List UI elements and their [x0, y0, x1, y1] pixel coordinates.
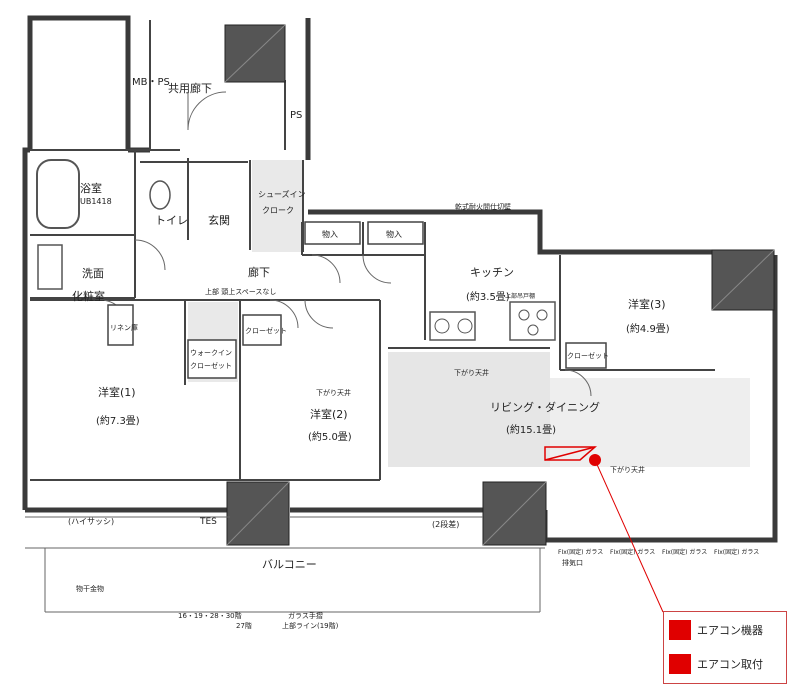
western3-label: 洋室(3) — [628, 297, 666, 311]
toilet-label: トイレ — [155, 214, 188, 227]
powder-label: 化粧室 — [72, 289, 105, 303]
kitchen-stove — [509, 301, 556, 341]
ceiling-zone-living — [388, 352, 550, 467]
hanging-wall-note-1: 下がり天井 — [454, 368, 489, 377]
tes-label: TES — [199, 517, 217, 527]
vent-label: 排気口 — [562, 558, 583, 567]
ps-label: PS — [290, 110, 302, 121]
storage-label-1: 物入 — [322, 229, 338, 239]
walkin-closet-label: クローゼット — [190, 361, 232, 370]
washroom-label: 洗面 — [82, 267, 104, 280]
entrance-label: 玄関 — [208, 213, 230, 227]
sash-label: (ハイサッシ) — [68, 517, 114, 526]
ceiling-zone-entry — [252, 160, 304, 252]
glass-label-1: FIx(固定) ガラス — [558, 548, 603, 556]
storage-boxes — [107, 221, 607, 379]
kitchen-sink — [429, 311, 476, 341]
fall-prevention-label: 物干金物 — [76, 584, 104, 593]
common-corridor-label: 共用廊下 — [168, 81, 212, 95]
western1-size-label: (約7.3畳) — [96, 414, 140, 427]
kitchen-size-label: (約3.5畳) — [466, 290, 510, 303]
glass-label-3: FIx(固定) ガラス — [662, 548, 707, 556]
aircon-mount-label: エアコン取付 — [697, 658, 763, 671]
balcony-height-label: 上部ライン(19階) — [282, 621, 339, 630]
aircon-unit-swatch — [669, 620, 691, 640]
sliding-label: 上部吊戸棚 — [505, 292, 535, 300]
legend-aircon-mount: エアコン取付 — [664, 648, 786, 678]
steps-label: (2段差) — [432, 519, 459, 529]
storage-label-2: 物入 — [386, 229, 402, 239]
living-size-label: (約15.1畳) — [506, 423, 556, 436]
balcony-lines — [25, 516, 545, 613]
mbps-label: MB・PS — [132, 77, 170, 88]
closet-label-3: クローゼット — [567, 351, 609, 360]
washroom-sink — [37, 244, 63, 290]
aircon-unit-marker — [544, 446, 598, 461]
bath-label: 浴室 — [80, 181, 102, 195]
legend: エアコン機器 エアコン取付 — [663, 611, 787, 684]
western1-label: 洋室(1) — [98, 385, 136, 399]
upper-space-label: 上部 頭上スペースなし — [205, 287, 276, 296]
kitchen-label: キッチン — [470, 266, 514, 279]
floor-27-label: 27階 — [236, 621, 252, 630]
glass-label-2: FIx(固定) ガラス — [610, 548, 655, 556]
bathtub — [36, 159, 80, 229]
aircon-mount-swatch — [669, 654, 691, 674]
western2-size-label: (約5.0畳) — [308, 430, 352, 443]
living-label: リビング・ダイニング — [490, 400, 600, 414]
walkin-label: ウォークイン — [190, 349, 232, 357]
hanging-wall-note-2: 下がり天井 — [316, 388, 351, 397]
closet-label-2: クローゼット — [245, 326, 287, 335]
shoes-in-label: シューズイン — [258, 189, 306, 199]
aircon-leader-line — [594, 459, 664, 613]
corridor-label: 廊下 — [248, 265, 270, 279]
inner-walls — [30, 20, 715, 481]
western3-size-label: (約4.9畳) — [626, 322, 670, 335]
fire-shutter-note: 乾式耐火間仕切壁 — [455, 202, 511, 211]
cloak-label: クローク — [262, 206, 294, 215]
railing-label: ガラス手摺 — [288, 611, 323, 620]
aircon-unit-label: エアコン機器 — [697, 624, 763, 637]
floor-heights-label: 16・19・28・30階 — [178, 611, 242, 620]
glass-label-4: FIx(固定) ガラス — [714, 548, 759, 556]
western2-label: 洋室(2) — [310, 407, 348, 421]
hanging-wall-note-3: 下がり天井 — [610, 465, 645, 474]
balcony-label: バルコニー — [262, 558, 317, 571]
ceiling-zone-living-right — [550, 378, 750, 467]
bath-spec-label: UB1418 — [80, 197, 112, 206]
legend-aircon-unit: エアコン機器 — [664, 614, 786, 644]
toilet-fixture — [149, 180, 171, 210]
linen-label: リネン庫 — [110, 323, 138, 332]
